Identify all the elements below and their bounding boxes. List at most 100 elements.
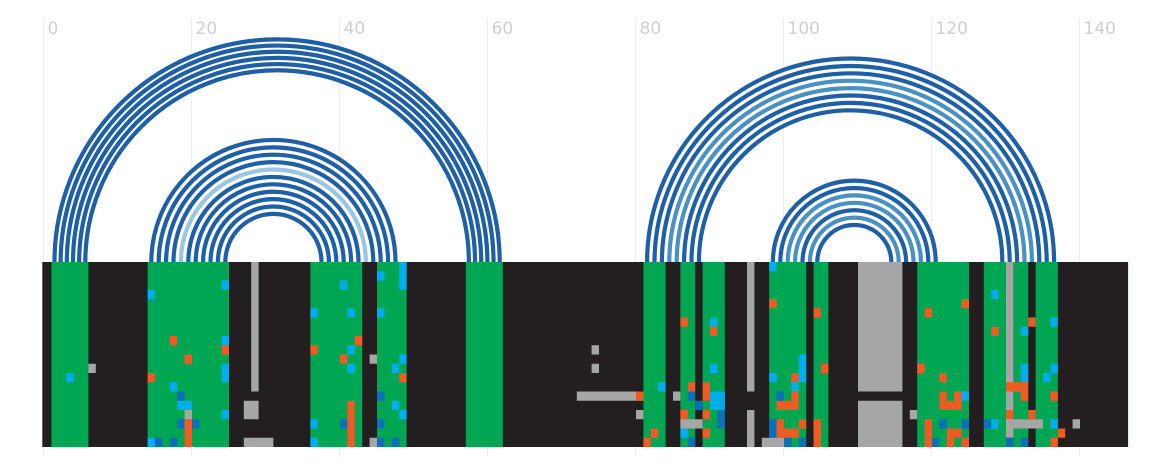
mark-cell <box>399 373 407 383</box>
helix-arc <box>208 197 339 263</box>
mark-cell <box>791 400 799 410</box>
mark-cell <box>221 410 229 420</box>
mark-cell <box>784 428 792 438</box>
mark-cell <box>954 428 962 438</box>
helix-arc <box>652 63 1049 263</box>
mark-cell <box>769 262 777 272</box>
mark-cell <box>924 428 932 438</box>
mark-cell <box>399 354 407 364</box>
mark-cell <box>687 437 696 447</box>
mark-cell <box>221 373 229 383</box>
mark-cell <box>954 400 962 410</box>
mark-cell <box>221 336 229 346</box>
mark-cell <box>776 428 784 438</box>
helix-arc <box>778 185 931 263</box>
helix-arc <box>193 182 354 263</box>
mark-cell <box>184 428 192 438</box>
mark-cell <box>687 382 696 392</box>
mark-cell <box>1020 373 1029 383</box>
mark-cell <box>354 336 363 346</box>
mark-cell <box>710 317 718 327</box>
mark-cell <box>1020 382 1029 392</box>
mark-cell <box>769 428 777 438</box>
x-tick-label: 40 <box>344 19 366 39</box>
mark-cell <box>391 437 400 447</box>
mark-cell <box>946 428 955 438</box>
mark-cell <box>680 317 688 327</box>
mark-cell <box>798 437 807 447</box>
mark-cell <box>310 308 318 318</box>
mark-cell <box>932 437 940 447</box>
mark-cell <box>147 373 155 383</box>
x-tick-label: 140 <box>1084 19 1116 39</box>
helix-arc <box>215 204 331 263</box>
mark-cell <box>1006 382 1014 392</box>
x-tick-label: 120 <box>936 19 968 39</box>
mark-cell <box>221 345 229 355</box>
gap-block <box>1013 419 1043 429</box>
helix-arcs <box>52 37 1057 263</box>
mark-cell <box>798 354 807 364</box>
helix-arc <box>149 137 398 263</box>
gap-block <box>680 419 703 429</box>
mark-cell <box>347 410 355 420</box>
mark-cell <box>710 326 718 336</box>
mark-cell <box>1020 363 1029 373</box>
mark-cell <box>673 391 681 401</box>
mark-cell <box>991 289 999 299</box>
mark-cell <box>1006 410 1014 420</box>
mark-cell <box>391 400 400 410</box>
gap-block <box>243 400 259 420</box>
mark-cell <box>924 437 932 447</box>
mark-cell <box>717 410 725 420</box>
mark-cell <box>702 428 710 438</box>
mark-cell <box>717 419 725 429</box>
mark-cell <box>391 363 400 373</box>
mark-cell <box>710 400 718 410</box>
mark-cell <box>961 299 969 309</box>
mark-cell <box>1050 317 1058 327</box>
mark-cell <box>813 437 821 447</box>
mark-cell <box>184 437 192 447</box>
x-tick-label: 60 <box>492 19 514 39</box>
mark-cell <box>909 410 918 420</box>
mark-cell <box>924 419 932 429</box>
mark-cell <box>636 410 644 420</box>
mark-cell <box>983 419 992 429</box>
mark-cell <box>695 400 703 410</box>
mark-cell <box>821 363 829 373</box>
mark-cell <box>169 336 178 346</box>
mark-cell <box>184 419 192 429</box>
mark-cell <box>177 419 185 429</box>
mark-cell <box>991 326 999 336</box>
helix-arc <box>164 152 383 263</box>
mark-cell <box>1057 428 1066 438</box>
mark-cell <box>702 391 710 401</box>
mark-cell <box>813 419 821 429</box>
mark-cell <box>66 373 74 383</box>
mark-cell <box>88 363 96 373</box>
mark-cell <box>377 391 385 401</box>
x-tick-label: 0 <box>48 19 59 39</box>
helix-arc <box>83 68 471 263</box>
mark-cell <box>702 382 710 392</box>
mark-cell <box>939 419 947 429</box>
mark-cell <box>347 308 355 318</box>
mark-cell <box>939 373 947 383</box>
paired-column <box>917 262 969 447</box>
mark-cell <box>1043 373 1051 383</box>
helix-arc <box>58 43 496 263</box>
mark-cell <box>769 373 777 383</box>
mark-cell <box>1072 419 1080 429</box>
gap-block <box>747 262 755 392</box>
mark-cell <box>717 391 725 401</box>
helix-arc <box>64 49 490 263</box>
mark-cell <box>798 363 807 373</box>
mark-cell <box>776 391 784 401</box>
mark-cell <box>717 400 725 410</box>
helix-arc <box>667 78 1034 263</box>
helix-arc <box>156 145 391 263</box>
